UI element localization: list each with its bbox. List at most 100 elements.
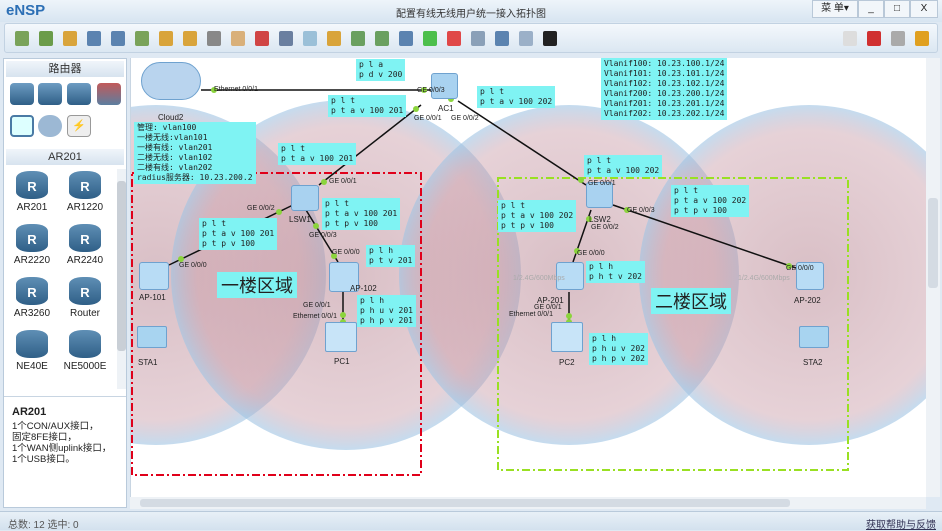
pc-category-icon[interactable]	[10, 115, 34, 137]
save-as-icon[interactable]	[111, 31, 125, 46]
port-label: GE 0/0/2	[247, 205, 275, 212]
floor1-region-label[interactable]: 一楼区域	[217, 272, 297, 298]
floor2-region-label[interactable]: 二楼区域	[651, 288, 731, 314]
config-note-ac-g1[interactable]: p l t p t a v 100 201	[328, 95, 407, 117]
start-device-icon[interactable]	[423, 31, 437, 46]
menu-button[interactable]: 菜 单▾	[812, 0, 858, 18]
device-label: AR1220	[66, 202, 104, 213]
help-feedback-link[interactable]: 获取帮助与反馈	[866, 520, 936, 531]
device-ne40e[interactable]: NE40E	[6, 330, 58, 372]
minimize-button[interactable]: _	[858, 0, 884, 18]
cli-icon[interactable]	[543, 31, 557, 46]
open-icon[interactable]	[63, 31, 77, 46]
port-label: GE 0/0/2	[591, 224, 619, 231]
device-label: NE5000E	[63, 361, 107, 372]
cloud-icon[interactable]	[141, 62, 201, 100]
access-controller-icon[interactable]	[431, 73, 458, 99]
router-category-icon[interactable]	[10, 83, 34, 105]
capture-icon[interactable]	[471, 31, 485, 46]
port-label: GE 0/0/1	[303, 302, 331, 309]
pan-hand-icon[interactable]	[231, 31, 245, 46]
huawei-icon[interactable]	[867, 31, 881, 46]
config-note-legend[interactable]: 管理: vlan100 一楼无线:vlan101 一楼有线: vlan201 二…	[134, 122, 256, 184]
redo-icon[interactable]	[183, 31, 197, 46]
config-note-lsw1-g2[interactable]: p l t p t a v 100 201 p t p v 100	[199, 218, 278, 250]
router-icon: R	[16, 171, 48, 199]
router-icon: R	[69, 277, 101, 305]
close-button[interactable]: X	[910, 0, 938, 18]
port-label: GE 0/0/3	[309, 232, 337, 239]
save-icon[interactable]	[87, 31, 101, 46]
router-icon: R	[69, 224, 101, 252]
access-point-icon[interactable]	[139, 262, 169, 290]
wlan-category-icon[interactable]	[67, 83, 91, 105]
new-topology-icon[interactable]	[15, 31, 29, 46]
laptop-icon[interactable]	[799, 326, 829, 348]
grid-icon[interactable]	[519, 31, 533, 46]
config-note-ac-g3[interactable]: p l a p d v 200	[356, 59, 406, 81]
node-label-ap101: AP-101	[139, 293, 166, 302]
router-icon: R	[69, 171, 101, 199]
config-note-lsw2-g3[interactable]: p l t p t a v 100 202 p t p v 100	[671, 185, 750, 217]
port-label: GE 0/0/1	[414, 115, 442, 122]
config-note-ac-g2[interactable]: p l t p t a v 100 202	[477, 86, 556, 108]
switch-icon[interactable]	[586, 182, 613, 208]
zoom-in-icon[interactable]	[351, 31, 365, 46]
access-point-icon[interactable]	[556, 262, 584, 290]
horizontal-scrollbar[interactable]	[130, 497, 926, 509]
link-category-icon[interactable]: ⚡	[67, 115, 91, 137]
topology-icon[interactable]	[495, 31, 509, 46]
new-exercise-icon[interactable]	[39, 31, 53, 46]
fit-icon[interactable]	[399, 31, 413, 46]
zoom-out-icon[interactable]	[375, 31, 389, 46]
description-line: 1个WAN侧uplink接口，	[12, 443, 112, 454]
text-icon[interactable]	[303, 31, 317, 46]
select-icon[interactable]	[207, 31, 221, 46]
stop-device-icon[interactable]	[447, 31, 461, 46]
access-point-icon[interactable]	[796, 262, 824, 290]
device-list-scrollbar[interactable]	[117, 169, 126, 389]
access-point-icon[interactable]	[329, 262, 359, 292]
cloud-category-icon[interactable]	[38, 115, 62, 137]
delete-link-icon[interactable]	[279, 31, 293, 46]
feedback-icon[interactable]	[843, 31, 857, 46]
print-icon[interactable]	[135, 31, 149, 46]
laptop-icon[interactable]	[137, 326, 167, 348]
palette-icon[interactable]	[327, 31, 341, 46]
node-label-sta2: STA2	[803, 358, 823, 367]
pc-icon[interactable]	[551, 322, 583, 352]
device-ne5000e[interactable]: NE5000E	[59, 330, 111, 372]
device-ar1220[interactable]: R AR1220	[59, 171, 111, 213]
maximize-button[interactable]: □	[884, 0, 910, 18]
firewall-category-icon[interactable]	[97, 83, 121, 105]
config-note-lsw1-g3[interactable]: p l t p t a v 100 201 p t p v 100	[322, 198, 401, 230]
port-label: GE 0/0/0	[786, 265, 814, 272]
node-label-ap102: AP-102	[350, 284, 377, 293]
status-counts: 总数: 12 选中: 0	[8, 520, 79, 531]
config-note-vlanif[interactable]: Vlanif100: 10.23.100.1/24 Vlanif101: 10.…	[601, 58, 728, 120]
help-icon[interactable]	[915, 31, 929, 46]
node-label-sta1: STA1	[138, 358, 158, 367]
settings-icon[interactable]	[891, 31, 905, 46]
config-note-ap201[interactable]: p l h p h t v 202	[586, 261, 645, 283]
switch-category-icon[interactable]	[38, 83, 62, 105]
config-note-pc1[interactable]: p l h p h u v 201 p h p v 201	[357, 295, 416, 327]
vertical-scrollbar[interactable]	[926, 58, 940, 497]
device-label: AR2220	[13, 255, 51, 266]
config-note-pc2[interactable]: p l h p h u v 202 p h p v 202	[589, 333, 648, 365]
undo-icon[interactable]	[159, 31, 173, 46]
switch-icon[interactable]	[291, 185, 319, 211]
pc-icon[interactable]	[325, 322, 357, 352]
config-note-lsw1-g1[interactable]: p l t p t a v 100 201	[278, 143, 357, 165]
config-note-ap102[interactable]: p l h p t v 201	[366, 245, 416, 267]
config-note-lsw2-g1[interactable]: p l t p t a v 100 202	[584, 155, 663, 177]
delete-icon[interactable]	[255, 31, 269, 46]
config-note-lsw2-g2[interactable]: p l t p t a v 100 202 p t p v 100	[498, 200, 577, 232]
